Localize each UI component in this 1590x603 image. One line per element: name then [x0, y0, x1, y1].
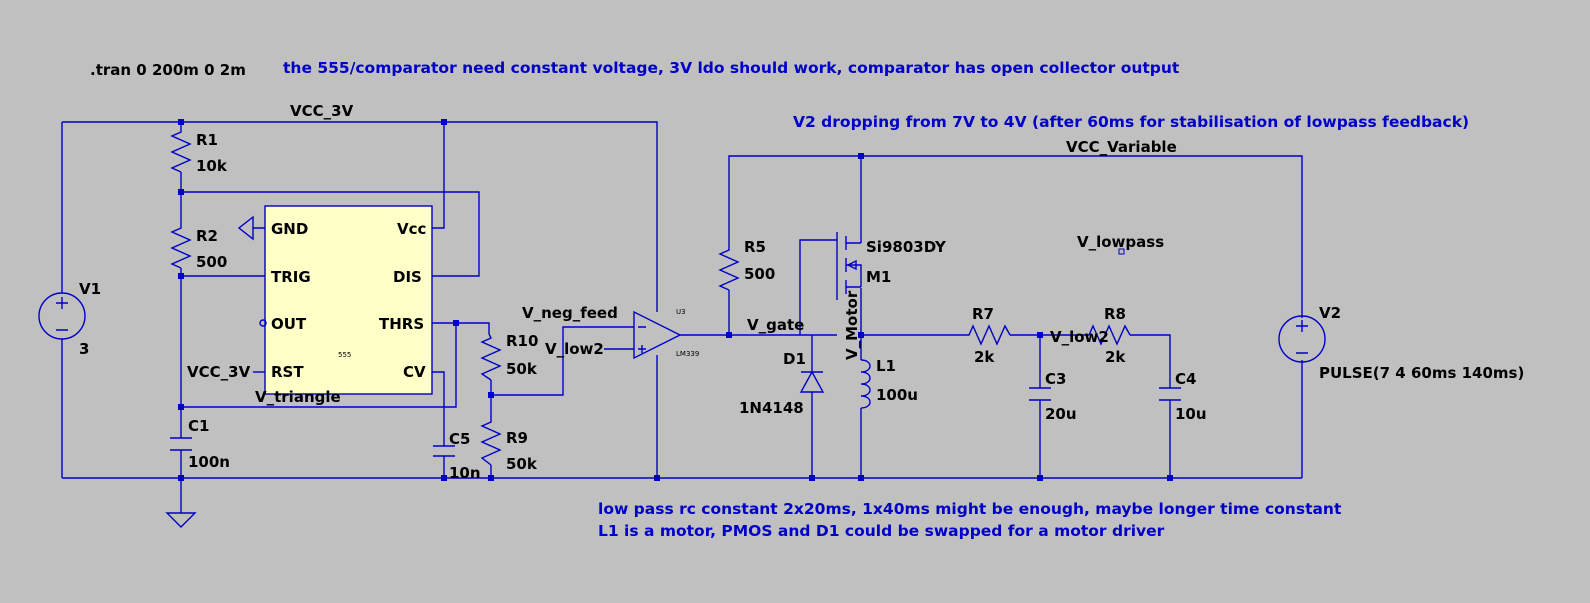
net-v-triangle: V_triangle: [255, 388, 341, 406]
v2-ref: V2: [1319, 304, 1341, 322]
r10-value: 50k: [506, 360, 538, 378]
pin-vcc: Vcc: [397, 220, 426, 238]
r2-value: 500: [196, 253, 227, 271]
r1-value: 10k: [196, 157, 228, 175]
r7-ref: R7: [972, 305, 994, 323]
timer-555[interactable]: 555: [259, 205, 433, 395]
r2-resistor[interactable]: [170, 224, 192, 269]
c4-ref: C4: [1175, 370, 1196, 388]
v1-value: 3: [79, 340, 89, 358]
r9-ref: R9: [506, 429, 528, 447]
r10-resistor[interactable]: [480, 333, 502, 381]
wires: [61, 121, 1303, 513]
r10-ref: R10: [506, 332, 538, 350]
spice-directive[interactable]: .tran 0 200m 0 2m: [90, 61, 246, 79]
m1-pmos[interactable]: [836, 232, 862, 300]
pin-out: OUT: [271, 315, 307, 333]
c3-capacitor[interactable]: [1029, 387, 1051, 401]
note-bottom-2[interactable]: L1 is a motor, PMOS and D1 could be swap…: [598, 522, 1165, 540]
r8-ref: R8: [1104, 305, 1126, 323]
c4-capacitor[interactable]: [1159, 387, 1181, 401]
net-vcc-3v: VCC_3V: [290, 102, 354, 120]
net-vcc-variable: VCC_Variable: [1066, 138, 1177, 156]
c3-value: 20u: [1045, 405, 1077, 423]
c1-capacitor[interactable]: [170, 437, 192, 451]
c1-ref: C1: [188, 417, 209, 435]
net-v-low2-comp: V_low2: [545, 340, 604, 358]
pin-thrs: THRS: [379, 315, 424, 333]
pin-rst: RST: [271, 363, 304, 381]
v-lowpass-marker: [1118, 248, 1125, 255]
v2-value: PULSE(7 4 60ms 140ms): [1319, 364, 1524, 382]
d1-diode[interactable]: [799, 370, 825, 393]
junctions: [178, 119, 1173, 481]
pin-cv: CV: [403, 363, 426, 381]
r9-value: 50k: [506, 455, 538, 473]
note-bottom-1[interactable]: low pass rc constant 2x20ms, 1x40ms migh…: [598, 500, 1342, 518]
ground-symbol: [165, 512, 197, 528]
l1-inductor[interactable]: [860, 359, 871, 409]
r5-ref: R5: [744, 238, 766, 256]
comparator-lm339[interactable]: U3 LM339: [633, 308, 699, 360]
labels: .tran 0 200m 0 2m the 555/comparator nee…: [79, 59, 1524, 540]
net-v-neg-feed: V_neg_feed: [522, 304, 618, 322]
c5-value: 10n: [449, 464, 481, 482]
r8-resistor[interactable]: [1085, 324, 1131, 346]
r5-resistor[interactable]: [718, 246, 740, 291]
v1-source[interactable]: [38, 282, 86, 350]
r5-value: 500: [744, 265, 775, 283]
pin-gnd: GND: [271, 220, 308, 238]
d1-ref: D1: [783, 350, 806, 368]
r2-ref: R2: [196, 227, 218, 245]
note-v2-drop[interactable]: V2 dropping from 7V to 4V (after 60ms fo…: [793, 113, 1469, 131]
r7-value: 2k: [974, 348, 995, 366]
c4-value: 10u: [1175, 405, 1207, 423]
r1-ref: R1: [196, 131, 218, 149]
net-v-lowpass: V_lowpass: [1077, 233, 1164, 251]
v2-source[interactable]: [1278, 315, 1326, 363]
pin-trig: TRIG: [271, 268, 311, 286]
pin-dis: DIS: [393, 268, 422, 286]
l1-value: 100u: [876, 386, 918, 404]
net-vcc-3v-rst: VCC_3V: [187, 363, 251, 381]
l1-ref: L1: [876, 357, 896, 375]
timer-555-model: 555: [338, 351, 351, 359]
c3-ref: C3: [1045, 370, 1066, 388]
v1-ref: V1: [79, 280, 101, 298]
r9-resistor[interactable]: [480, 418, 502, 466]
r7-resistor[interactable]: [965, 324, 1011, 346]
net-v-motor: V_Motor: [843, 290, 861, 360]
gnd-pin-symbol: [237, 215, 265, 241]
r8-value: 2k: [1105, 348, 1126, 366]
comparator-ref: U3: [676, 308, 686, 316]
m1-value: Si9803DY: [866, 238, 947, 256]
net-v-low2: V_low2: [1050, 328, 1109, 346]
d1-value: 1N4148: [739, 399, 804, 417]
c1-value: 100n: [188, 453, 230, 471]
note-top[interactable]: the 555/comparator need constant voltage…: [283, 59, 1180, 77]
m1-ref: M1: [866, 268, 891, 286]
r1-resistor[interactable]: [170, 128, 192, 173]
c5-capacitor[interactable]: [433, 445, 455, 457]
c5-ref: C5: [449, 430, 470, 448]
net-v-gate: V_gate: [747, 316, 804, 334]
comparator-model: LM339: [676, 350, 699, 358]
